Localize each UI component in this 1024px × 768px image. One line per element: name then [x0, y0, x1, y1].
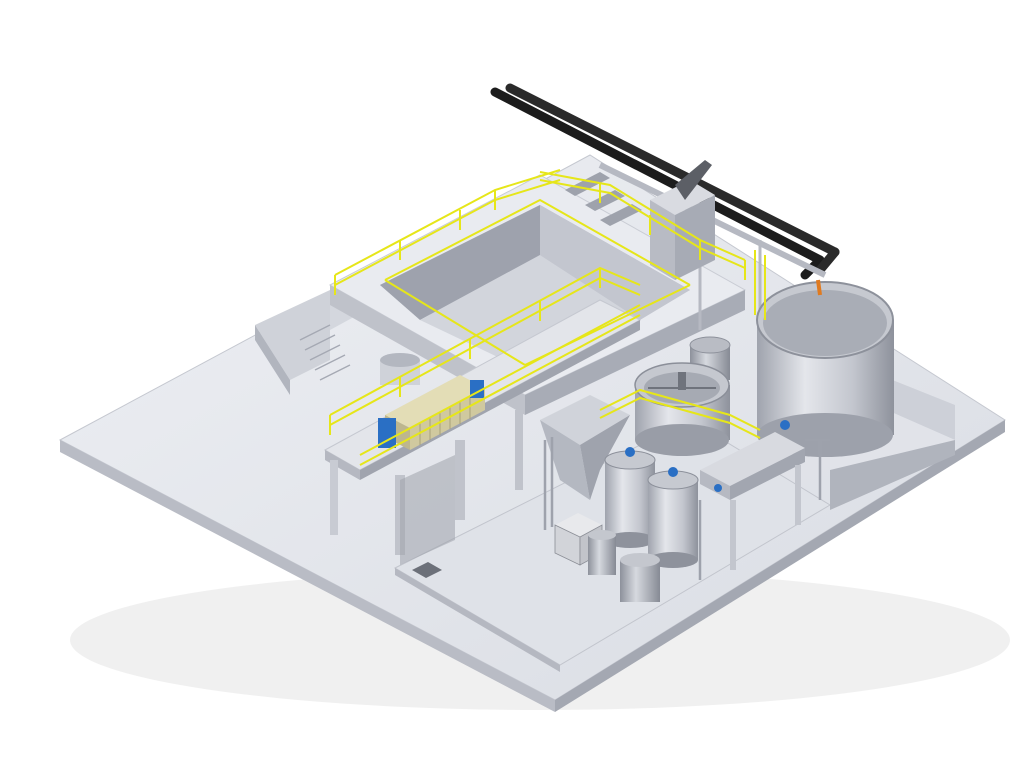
basin-inner-wall-right: [540, 205, 690, 320]
lower-floor-edge: [395, 568, 560, 672]
dosing-tanks: [700, 420, 805, 570]
safety-railings: [329, 169, 766, 466]
process-pipes: [543, 437, 830, 580]
large-storage-tank: [756, 279, 894, 457]
chemical-units: [554, 513, 660, 602]
stairs: [255, 290, 351, 395]
slab-front-left: [60, 440, 555, 712]
basin-inner-wall-left: [380, 205, 540, 320]
clarifier-tank: [634, 362, 730, 456]
floor-drain: [412, 562, 442, 578]
basin-block: [328, 174, 747, 415]
slab-front-right: [555, 420, 1005, 712]
reactor-tanks: [604, 447, 699, 568]
deck-front-right: [525, 290, 745, 415]
